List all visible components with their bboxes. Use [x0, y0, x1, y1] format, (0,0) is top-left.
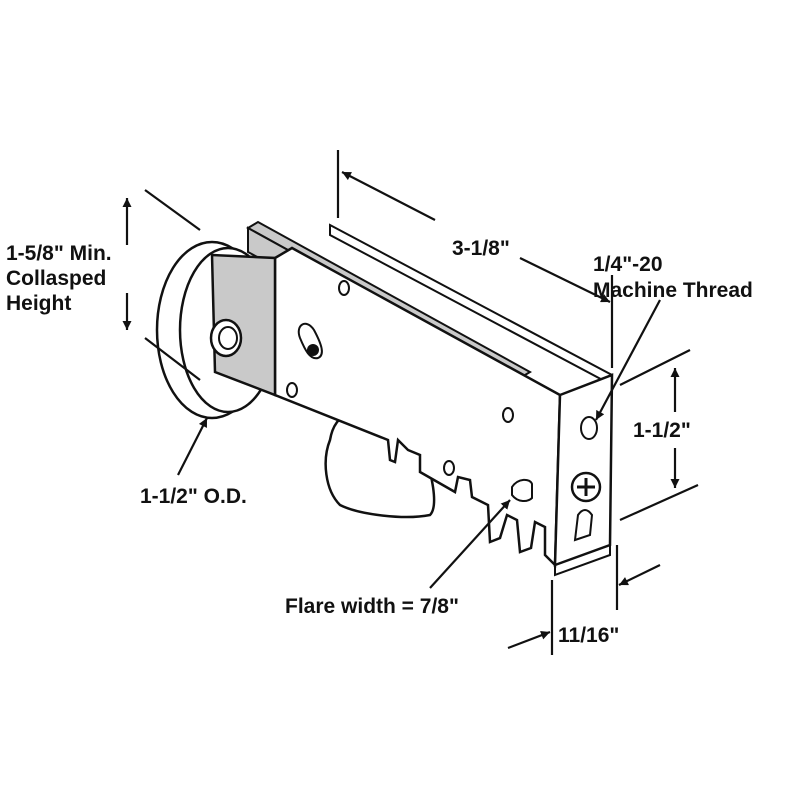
flare-tab: [511, 478, 533, 502]
dimension-height: [619, 349, 699, 522]
wing-nut: [297, 322, 323, 360]
collapsed-height-label-line1: 1-5/8" Min.: [6, 242, 112, 265]
wheel-od-leader: [177, 417, 208, 476]
flare-width-leader: [429, 499, 511, 589]
thread-label-line1: 1/4"-20: [593, 253, 663, 276]
wheel-od-label: 1-1/2" O.D.: [140, 485, 247, 508]
collapsed-height-label-line2: Collasped: [6, 267, 107, 290]
adjustment-screw: [570, 471, 602, 503]
side-hole-2: [286, 382, 298, 398]
threaded-hole: [580, 416, 598, 440]
side-hole-4: [443, 460, 455, 476]
dimension-length: [336, 150, 614, 368]
collapsed-height-label-line3: Height: [6, 292, 72, 315]
dimension-width: [507, 545, 661, 655]
height-label: 1-1/2": [633, 419, 691, 442]
flare-width-label: Flare width = 7/8": [285, 595, 459, 618]
thread-leader: [595, 299, 661, 421]
side-hole-1: [338, 280, 350, 296]
dimension-collapsed-height: [122, 189, 201, 381]
housing-side-plate: [273, 246, 562, 568]
axle-bolt: [209, 318, 243, 358]
side-hole-3: [502, 407, 514, 423]
length-label: 3-1/8": [452, 237, 510, 260]
width-label: 11/16": [558, 624, 620, 647]
thread-label-line2: Machine Thread: [593, 279, 753, 302]
